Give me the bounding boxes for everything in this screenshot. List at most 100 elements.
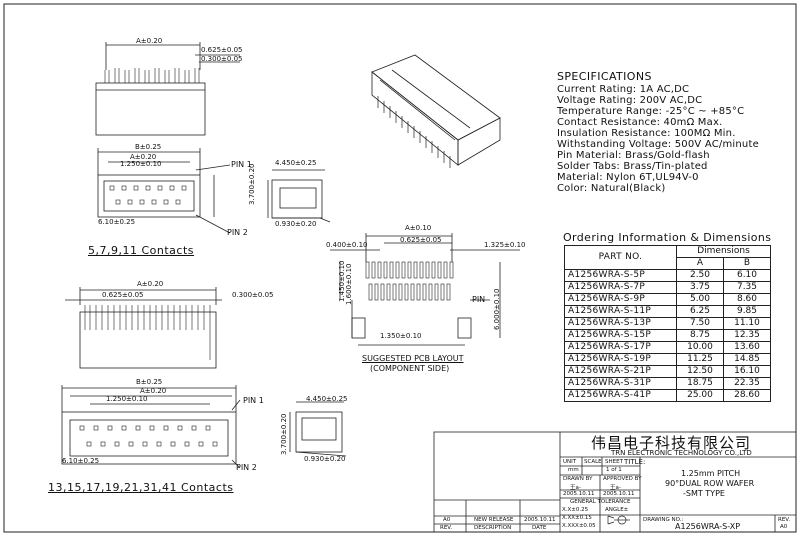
spec-line: Current Rating: 1A AC,DC (557, 84, 690, 95)
col-a-header: A (676, 257, 724, 270)
unit-label: UNIT (563, 459, 577, 465)
part-cell: A1256WRA-S-41P (564, 389, 677, 402)
pin-label-pcb: PIN (472, 295, 486, 304)
part-cell: A1256WRA-S-13P (564, 317, 677, 330)
b-cell: 22.35 (723, 377, 771, 390)
front-view-small (97, 148, 231, 234)
spec-line: Contact Resistance: 40mΩ Max. (557, 117, 723, 128)
drawing-no: A1256WRA-S-XP (675, 522, 741, 531)
dim-depth: 4.450±0.25 (275, 159, 317, 167)
a-cell: 11.25 (676, 353, 724, 366)
col-dims-header: Dimensions (676, 245, 771, 258)
spec-line: Voltage Rating: 200V AC,DC (557, 95, 703, 106)
part-cell: A1256WRA-S-17P (564, 341, 677, 354)
b-cell: 11.10 (723, 317, 771, 330)
dim-a: A±0.20 (136, 37, 163, 45)
part-cell: A1256WRA-S-11P (564, 305, 677, 318)
title-line: 1.25mm PITCH (681, 469, 741, 478)
tolerance-2: X.XX±0.15 (562, 515, 592, 521)
approved-by-name: 王a- (610, 485, 621, 491)
title-line: -SMT TYPE (683, 489, 725, 498)
rev-label: REV. (778, 517, 791, 523)
part-cell: A1256WRA-S-31P (564, 377, 677, 390)
part-cell: A1256WRA-S-7P (564, 281, 677, 294)
b-cell: 14.85 (723, 353, 771, 366)
dim-b-large: B±0.25 (136, 378, 163, 386)
rev-value: A0 (780, 524, 788, 530)
a-cell: 7.50 (676, 317, 724, 330)
spec-line: Temperature Range: -25°C ~ +85°C (557, 106, 745, 117)
side-view-small (267, 169, 331, 223)
part-cell: A1256WRA-S-21P (564, 365, 677, 378)
dim-pcb-tab: 1.325±0.10 (484, 241, 526, 249)
col-part-header: PART NO. (564, 245, 677, 270)
title-block-frame (433, 431, 797, 533)
pin2-label-bottom: PIN 2 (236, 463, 257, 472)
dim-pcb-pitch: 0.625±0.05 (400, 236, 442, 244)
b-cell: 13.60 (723, 341, 771, 354)
dim-pitch2: 1.250±0.10 (120, 160, 162, 168)
top-view-large (65, 287, 222, 369)
scale-label: SCALE (584, 459, 602, 465)
dim-tab: 0.930±0.20 (275, 220, 317, 228)
a-cell: 10.00 (676, 341, 724, 354)
part-cell: A1256WRA-S-9P (564, 293, 677, 306)
connector-3d-illustration (371, 54, 501, 168)
dim-width-large: 6.10±0.25 (62, 457, 100, 465)
rev-head-desc: DESCRIPTION (474, 525, 512, 531)
a-cell: 3.75 (676, 281, 724, 294)
col-b-header: B (723, 257, 771, 270)
dim-depth-large: 4.450±0.25 (306, 395, 348, 403)
a-cell: 8.75 (676, 329, 724, 342)
contacts-label-small: 5,7,9,11 Contacts (88, 244, 195, 257)
b-cell: 28.60 (723, 389, 771, 402)
tolerance-3: X.XXX±0.05 (562, 523, 596, 529)
pin2-label-top: PIN 2 (227, 228, 248, 237)
rev-head-rev: REV. (440, 525, 453, 531)
tolerance-1: X.X±0.25 (562, 507, 589, 513)
part-cell: A1256WRA-S-19P (564, 353, 677, 366)
a-cell: 25.00 (676, 389, 724, 402)
spec-title: SPECIFICATIONS (557, 70, 652, 83)
a-cell: 2.50 (676, 269, 724, 282)
sheet-border (3, 3, 797, 533)
approved-by-date: 2005.10.11 (603, 491, 635, 497)
b-cell: 7.35 (723, 281, 771, 294)
rev-row-date: 2005.10.11 (524, 517, 556, 523)
spec-line: Solder Tabs: Brass/Tin-plated (557, 161, 708, 172)
spec-line: Insulation Resistance: 100MΩ Min. (557, 128, 736, 139)
dim-pin-width-large: 0.300±0.05 (232, 291, 274, 299)
drawn-by-name: 王a- (570, 485, 581, 491)
spec-line: Withstanding Voltage: 500V AC/minute (557, 139, 759, 150)
drawn-by-date: 2005.10.11 (563, 491, 595, 497)
dim-pitch2-large: 1.250±0.10 (106, 395, 148, 403)
drawing-no-label: DRAWING NO.: (643, 517, 684, 523)
spec-line: Color: Natural(Black) (557, 183, 666, 194)
front-view-large (61, 385, 241, 469)
dim-pcb-a: A±0.10 (405, 224, 432, 232)
tolerance-symbol-icon (607, 515, 630, 525)
spec-line: Material: Nylon 6T,UL94V-0 (557, 172, 699, 183)
pin1-label-bottom: PIN 1 (243, 396, 264, 405)
ordering-title: Ordering Information & Dimensions (563, 231, 772, 244)
title-line: 90°DUAL ROW WAFER (665, 479, 755, 488)
dim-a-large: A±0.20 (137, 280, 164, 288)
b-cell: 6.10 (723, 269, 771, 282)
pcb-layout-title: SUGGESTED PCB LAYOUT (362, 354, 464, 363)
dim-pcb-gap: 1.600±0.10 (345, 263, 353, 306)
a-cell: 12.50 (676, 365, 724, 378)
tolerance-label: GENERAL TOLERANCE (570, 499, 631, 505)
contacts-label-large: 13,15,17,19,21,31,41 Contacts (48, 481, 234, 494)
